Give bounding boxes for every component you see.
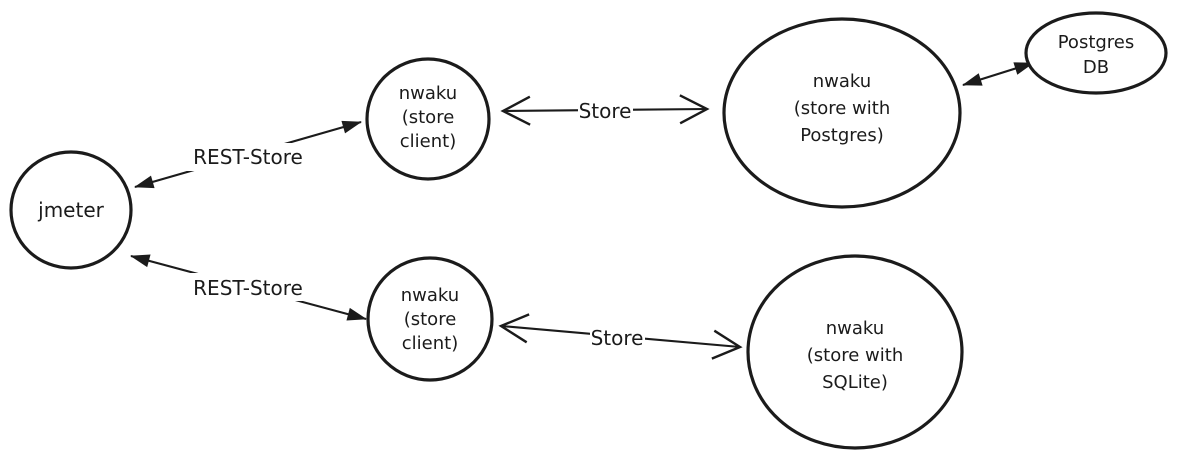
store-sqlite-label-line3: SQLite) bbox=[822, 372, 888, 393]
node-postgres-db: Postgres DB bbox=[1024, 11, 1168, 95]
postgres-link-arrow bbox=[962, 61, 1034, 87]
store-client-top-circle bbox=[365, 57, 491, 181]
rest-store-top-label-bg bbox=[184, 143, 311, 171]
postgres-db-label-line1: Postgres bbox=[1058, 32, 1135, 53]
store-bottom-label-bg bbox=[590, 325, 645, 350]
store-sqlite-label-line1: nwaku bbox=[826, 318, 884, 339]
node-store-client-bottom: nwaku (store client) bbox=[366, 256, 494, 382]
jmeter-circle bbox=[9, 150, 133, 270]
node-store-sqlite: nwaku (store with SQLite) bbox=[746, 254, 964, 450]
rest-store-bottom-label-bg bbox=[184, 273, 311, 301]
store-client-top-label-line3: client) bbox=[400, 131, 456, 152]
postgres-db-circle bbox=[1024, 11, 1168, 95]
store-postgres-circle bbox=[722, 17, 962, 209]
jmeter-label: jmeter bbox=[37, 198, 104, 222]
edge-store-top: Store bbox=[500, 94, 710, 126]
store-top-label: Store bbox=[579, 99, 632, 123]
store-client-top-label-line1: nwaku bbox=[399, 83, 457, 104]
store-client-top-label-line2: (store bbox=[402, 107, 455, 128]
store-sqlite-circle bbox=[746, 254, 964, 450]
store-client-bottom-circle bbox=[366, 256, 494, 382]
store-bottom-label: Store bbox=[591, 326, 644, 350]
store-client-bottom-label-line3: client) bbox=[402, 333, 458, 354]
store-client-bottom-label-line1: nwaku bbox=[401, 285, 459, 306]
edge-rest-store-top: REST-Store bbox=[134, 120, 362, 189]
node-store-postgres: nwaku (store with Postgres) bbox=[722, 17, 962, 209]
store-sqlite-label-line2: (store with bbox=[807, 345, 903, 366]
node-jmeter: jmeter bbox=[9, 150, 133, 270]
store-postgres-label-line1: nwaku bbox=[813, 71, 871, 92]
node-store-client-top: nwaku (store client) bbox=[365, 57, 491, 181]
store-top-label-bg bbox=[578, 98, 633, 123]
edge-rest-store-bottom: REST-Store bbox=[130, 254, 367, 321]
store-postgres-label-line3: Postgres) bbox=[800, 125, 884, 146]
edge-store-bottom: Store bbox=[498, 313, 743, 360]
rest-store-top-label: REST-Store bbox=[193, 145, 303, 169]
store-client-bottom-label-line2: (store bbox=[404, 309, 457, 330]
edge-postgres-link bbox=[962, 61, 1034, 87]
rest-store-bottom-label: REST-Store bbox=[193, 276, 303, 300]
postgres-db-label-line2: DB bbox=[1083, 57, 1109, 78]
store-postgres-label-line2: (store with bbox=[794, 98, 890, 119]
